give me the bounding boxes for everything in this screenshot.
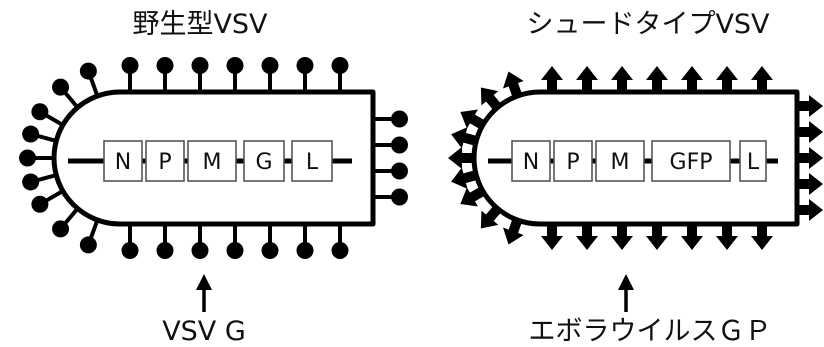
vsv-g-spike (44, 189, 64, 203)
pseudotype-vsv-panel: シュードタイプVSV N P M GFP L エボラウイルスＧＰ (448, 9, 823, 347)
vsv-g-spike-head (156, 57, 174, 74)
vsv-g-spike-head (226, 57, 244, 74)
vsv-g-spike-head (31, 103, 49, 121)
ebola-gp-spike (541, 66, 563, 92)
ebola-gp-spike (611, 224, 633, 250)
vsv-g-spikes (19, 57, 408, 259)
gene-label: M (203, 150, 222, 175)
gene-box (595, 140, 645, 182)
ebola-gp-spike (751, 224, 773, 250)
vsv-g-spike (36, 133, 57, 143)
ebola-gp-spike (480, 205, 502, 229)
vsv-g-spike-head (19, 149, 36, 167)
vsv-g-spike (63, 90, 80, 109)
gene-box (187, 140, 237, 182)
ebola-gp-spike (576, 224, 598, 250)
ebola-gp-spike (716, 224, 738, 250)
vsv-g-spike-head (22, 125, 40, 143)
vsv-g-spike-head (79, 236, 97, 254)
ebola-gp-spike (448, 147, 474, 169)
vsv-g-spike-head (226, 242, 244, 259)
ebola-gp-spike (751, 66, 773, 92)
virion-envelope (471, 89, 800, 227)
ebola-gp-spike (480, 87, 502, 111)
ebola-gp-spike (681, 66, 703, 92)
ebola-gp-spike (502, 71, 524, 98)
ebola-gp-spike (611, 66, 633, 92)
vsv-g-spike-head (331, 242, 349, 259)
ebola-gp-spike (716, 66, 738, 92)
ebola-gp-spike (460, 109, 486, 130)
vsv-g-spike (36, 173, 57, 183)
vsv-g-spike (44, 113, 64, 127)
ebola-gp-spike (681, 224, 703, 250)
gene-label: P (566, 150, 579, 175)
vsv-g-spike-head (22, 173, 40, 191)
ebola-gp-spike (460, 186, 486, 207)
wild-type-title: 野生型VSV (132, 9, 268, 40)
vsv-g-label: VSV G (162, 316, 246, 347)
vsv-g-spike-head (121, 242, 139, 259)
vsv-g-spike-head (391, 110, 408, 128)
gene-box (553, 140, 593, 182)
vsv-g-spike-head (261, 242, 279, 259)
gene-box (511, 140, 551, 182)
gene-label: M (611, 150, 630, 175)
vsv-g-spike-head (121, 57, 139, 74)
gene-label: L (747, 150, 760, 175)
vsv-g-spike-head (156, 242, 174, 259)
vsv-g-spike-head (79, 62, 97, 80)
vsv-g-spike-head (331, 57, 349, 74)
vsv-g-spike (88, 219, 100, 240)
gene-box (291, 140, 333, 182)
vsv-g-spike-head (391, 188, 408, 206)
vsv-g-spike-head (296, 242, 314, 259)
ebola-gp-spike (451, 167, 478, 189)
ebola-gp-spike (797, 147, 823, 169)
pointer-arrow-icon (618, 274, 634, 312)
ebola-gp-spike (502, 218, 524, 245)
gene-label: L (306, 150, 319, 175)
pointer-arrow-icon (196, 274, 212, 312)
gene-box (243, 140, 285, 182)
vsv-g-spike (63, 207, 80, 226)
vsv-g-spike-head (191, 242, 209, 259)
ebola-gp-spike (576, 66, 598, 92)
genome: N P M GFP L (488, 140, 778, 182)
ebola-gp-spike (797, 121, 823, 143)
vsv-g-spike-head (261, 57, 279, 74)
vsv-g-spike-head (191, 57, 209, 74)
gene-box (739, 140, 767, 182)
ebola-gp-spike (541, 224, 563, 250)
vsv-g-spike-head (296, 57, 314, 74)
ebola-gp-spike (797, 173, 823, 195)
ebola-gp-spikes (448, 66, 823, 250)
vsv-g-spike-head (52, 220, 70, 238)
gene-box (145, 140, 185, 182)
gene-label: N (523, 150, 539, 175)
ebola-gp-spike (451, 127, 478, 149)
vsv-g-spike-head (52, 78, 70, 96)
virion-envelope (51, 89, 376, 227)
ebola-gp-spike (797, 199, 823, 221)
pseudotype-title: シュードタイプVSV (526, 9, 770, 40)
ebola-gp-spike (646, 66, 668, 92)
vsv-g-spike-head (391, 162, 408, 180)
gene-label: P (158, 150, 171, 175)
gene-label: G (255, 150, 272, 175)
ebola-gp-label: エボラウイルスＧＰ (529, 316, 772, 347)
vsv-g-spike-head (391, 136, 408, 154)
gene-box (651, 140, 731, 182)
ebola-gp-spike (646, 224, 668, 250)
gene-label: GFP (670, 150, 713, 175)
wild-type-vsv-panel: 野生型VSV N P M G L VSV G (19, 9, 408, 347)
gene-label: N (115, 150, 131, 175)
gene-box (103, 140, 143, 182)
ebola-gp-spike (797, 95, 823, 117)
vsv-g-spike (88, 76, 100, 97)
vsv-g-spike-head (31, 195, 49, 213)
